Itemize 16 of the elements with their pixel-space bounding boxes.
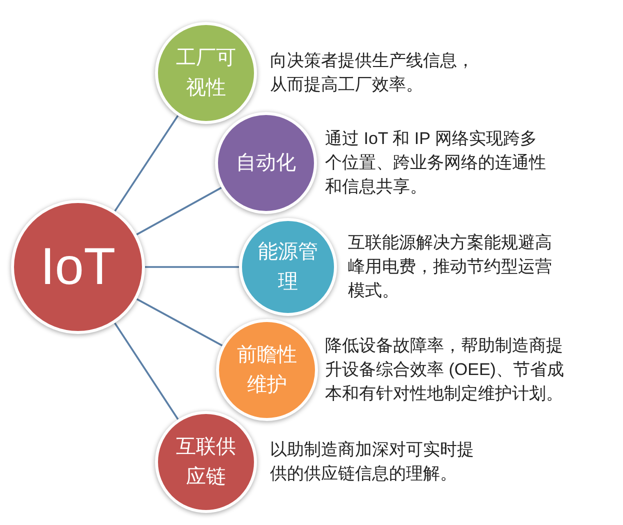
circle-label: 前瞻性维护 xyxy=(236,343,298,398)
description-text: 以助制造商加深对可实时提供的供应链信息的理解。 xyxy=(270,439,475,485)
description-text: 降低设备故障率，帮助制造商提升设备综合效率 (OEE)、节省成本和有针对性地制定维护计划。 xyxy=(325,335,565,405)
hub-label: IoT xyxy=(40,241,116,293)
circle-label: 自动化 xyxy=(235,151,297,176)
description-text: 通过 IoT 和 IP 网络实现跨多个位置、跨业务网络的连通性和信息共享。 xyxy=(325,128,547,198)
connector-line xyxy=(114,115,179,212)
connector-line xyxy=(145,266,239,268)
description-text: 互联能源解决方案能规避高峰用电费，推动节约型运营模式。 xyxy=(348,232,553,302)
circle-label: 互联供应链 xyxy=(175,435,237,490)
connector-line xyxy=(136,186,222,236)
connector-line xyxy=(114,322,179,420)
circle-label: 能源管理 xyxy=(257,240,319,295)
circle-label: 工厂可视性 xyxy=(175,46,237,101)
description-text: 向决策者提供生产线信息，从而提高工厂效率。 xyxy=(270,50,475,96)
connector-line xyxy=(136,298,223,346)
